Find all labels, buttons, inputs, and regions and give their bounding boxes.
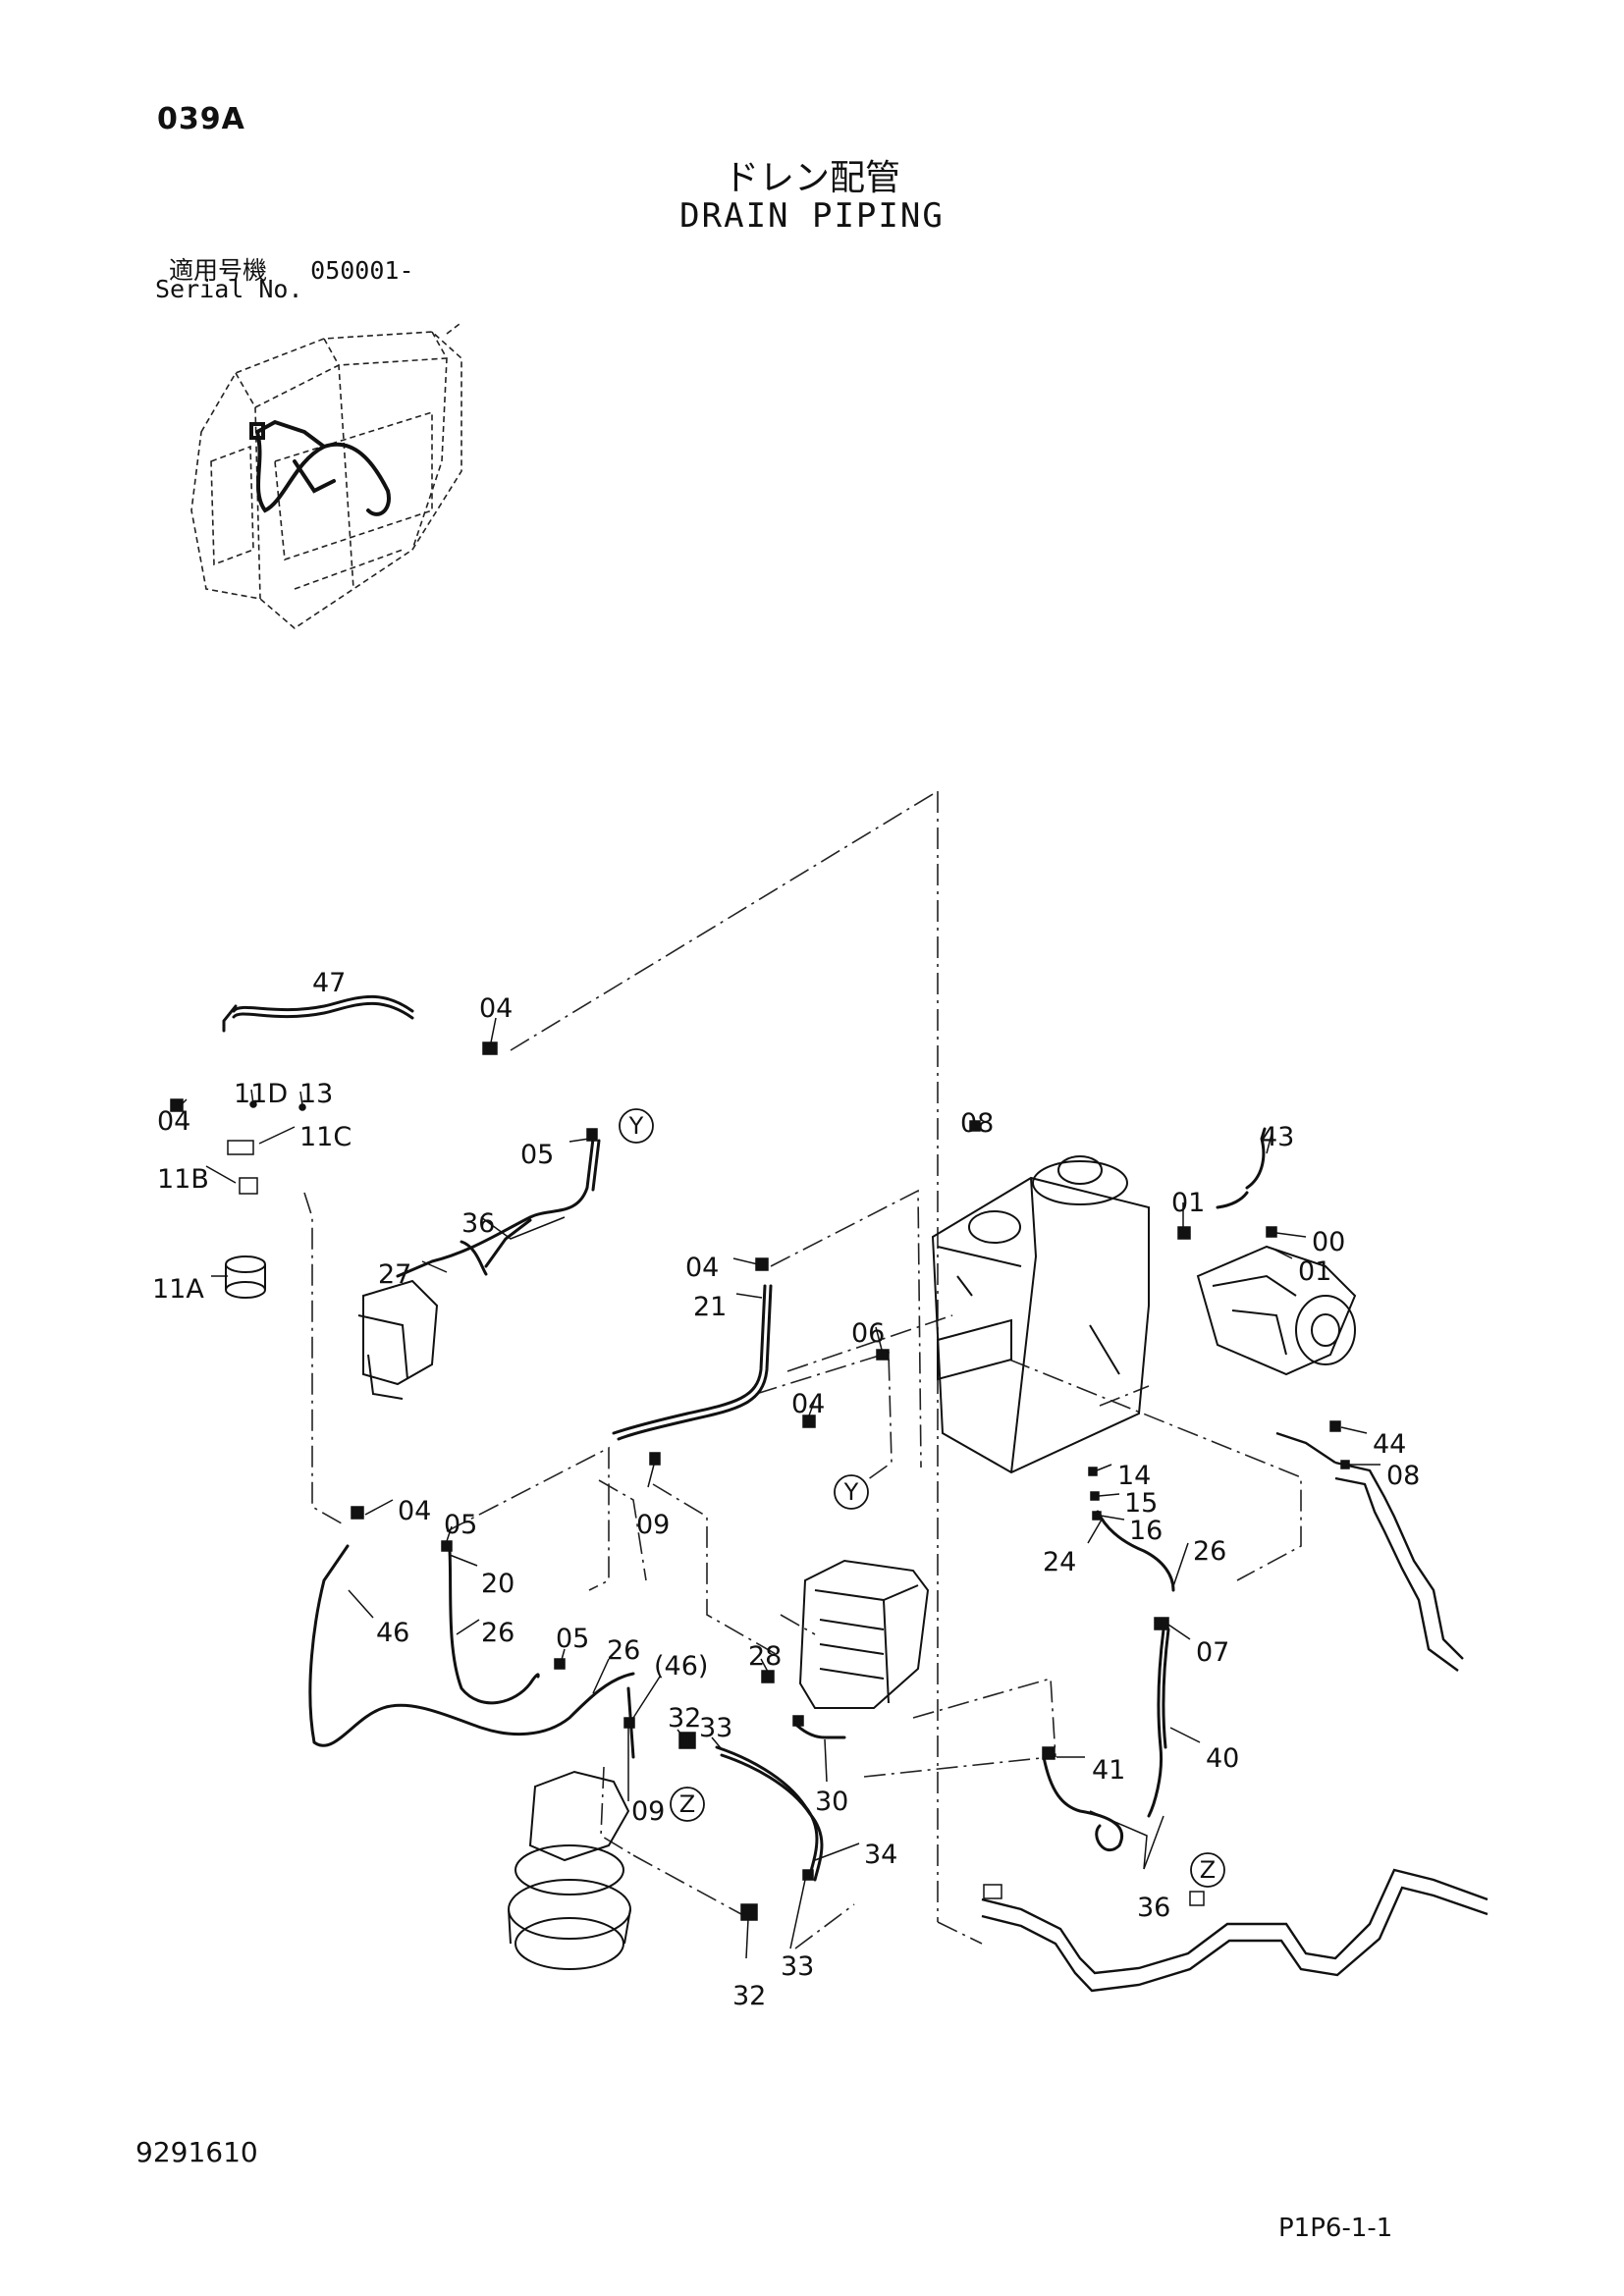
callout-c-04a: 04 (479, 993, 513, 1024)
callout-c-36b: 36 (1137, 1893, 1170, 1923)
callout-c-04e: 04 (398, 1496, 431, 1526)
callout-c-27: 27 (378, 1259, 411, 1290)
circled-label-z1: Z (670, 1787, 705, 1822)
circled-label-y1: Y (619, 1108, 654, 1144)
callout-c-26b: 26 (481, 1618, 514, 1648)
callout-c-00: 00 (1312, 1227, 1345, 1257)
circled-reference-labels: Y Y Z Z (619, 1108, 1225, 1888)
callout-c-20: 20 (481, 1569, 514, 1599)
callout-c-33b: 33 (781, 1951, 814, 1982)
callout-c-44: 44 (1373, 1429, 1406, 1460)
callout-c-33a: 33 (699, 1713, 732, 1743)
document-number: 9291610 (135, 2136, 258, 2168)
cab-harness-illustration (249, 419, 391, 516)
callout-c-40: 40 (1206, 1743, 1239, 1774)
serial-label-japanese: 適用号機 (169, 256, 268, 285)
serial-value: 050001- (310, 256, 414, 285)
callout-c-11d: 11D (234, 1079, 288, 1109)
callout-c-11a: 11A (152, 1274, 204, 1305)
circled-label-y2: Y (834, 1474, 869, 1510)
callout-c-34: 34 (864, 1840, 897, 1870)
callout-c-26a: 26 (1193, 1536, 1226, 1567)
callout-c-05b: 05 (444, 1510, 477, 1540)
callout-c-24: 24 (1043, 1547, 1076, 1577)
callout-c-07: 07 (1196, 1637, 1229, 1668)
callout-c-43: 43 (1261, 1122, 1294, 1152)
callout-c-06: 06 (851, 1318, 885, 1349)
fittings-illustration (170, 1041, 1350, 1921)
callout-c-04c: 04 (685, 1253, 719, 1283)
callout-labels: 47 04 11D 13 04 11C 11B 11A 05 36 27 04 21 06 04 08 43 01… (152, 968, 1420, 2011)
circle-marker (619, 1108, 654, 1144)
cab-overview-illustration (190, 323, 462, 630)
callout-c-08b: 08 (1386, 1461, 1420, 1491)
callout-c-30: 30 (815, 1787, 848, 1817)
callout-c-09b: 09 (631, 1796, 665, 1827)
callout-c-01b: 01 (1298, 1256, 1331, 1287)
page-code: 039A (157, 102, 245, 136)
callout-c-05c: 05 (556, 1624, 589, 1654)
callout-c-28: 28 (748, 1641, 782, 1672)
circle-marker (1190, 1852, 1225, 1888)
callout-c-04b: 04 (157, 1106, 190, 1137)
callout-c-08a: 08 (960, 1108, 994, 1139)
callout-c-01a: 01 (1171, 1188, 1205, 1218)
callout-c-21: 21 (693, 1292, 727, 1322)
hose-lines (222, 994, 1267, 1882)
callout-c-05a: 05 (520, 1140, 554, 1170)
page-reference: P1P6-1-1 (1278, 2214, 1393, 2243)
callout-c-46b: (46) (654, 1651, 708, 1682)
circle-marker (834, 1474, 869, 1510)
callout-c-32b: 32 (732, 1981, 766, 2011)
hydraulic-tank-illustration (931, 1155, 1150, 1474)
callout-c-32a: 32 (668, 1703, 701, 1734)
title-japanese: ドレン配管 (723, 158, 900, 198)
control-valve-illustration (798, 1559, 930, 1709)
circled-letter: Z (679, 1790, 695, 1818)
callout-c-47a: 47 (312, 968, 346, 998)
callout-c-26c: 26 (607, 1635, 640, 1666)
circled-label-z2: Z (1190, 1852, 1225, 1888)
callout-c-11c: 11C (299, 1122, 352, 1152)
circle-marker (670, 1787, 705, 1822)
callout-c-15: 15 (1124, 1488, 1158, 1519)
circled-letter: Y (843, 1478, 859, 1506)
swing-motor-illustration (508, 1770, 631, 1970)
pipe-runs (981, 1431, 1489, 1993)
filter-11a-illustration (225, 1255, 266, 1299)
valve-block-illustration (357, 1279, 439, 1400)
callout-c-46a: 46 (376, 1618, 409, 1648)
callout-c-41: 41 (1092, 1755, 1125, 1786)
circled-letter: Z (1200, 1856, 1216, 1884)
callout-c-11b: 11B (157, 1164, 209, 1195)
callout-leaders (178, 1017, 1380, 1959)
serial-line-japanese: 適用号機 050001- (169, 251, 414, 287)
serial-label-english: Serial No. (155, 275, 303, 303)
callout-c-13: 13 (299, 1079, 333, 1109)
callout-c-36a: 36 (461, 1208, 495, 1239)
title-english: DRAIN PIPING (679, 196, 945, 236)
pump-illustration (1196, 1245, 1357, 1376)
callout-c-14: 14 (1117, 1461, 1151, 1491)
circled-letter: Y (628, 1112, 644, 1140)
callout-c-09a: 09 (636, 1510, 670, 1540)
callout-c-16: 16 (1129, 1516, 1163, 1546)
leader-lines (303, 790, 1302, 1949)
callout-c-04d: 04 (791, 1389, 825, 1419)
